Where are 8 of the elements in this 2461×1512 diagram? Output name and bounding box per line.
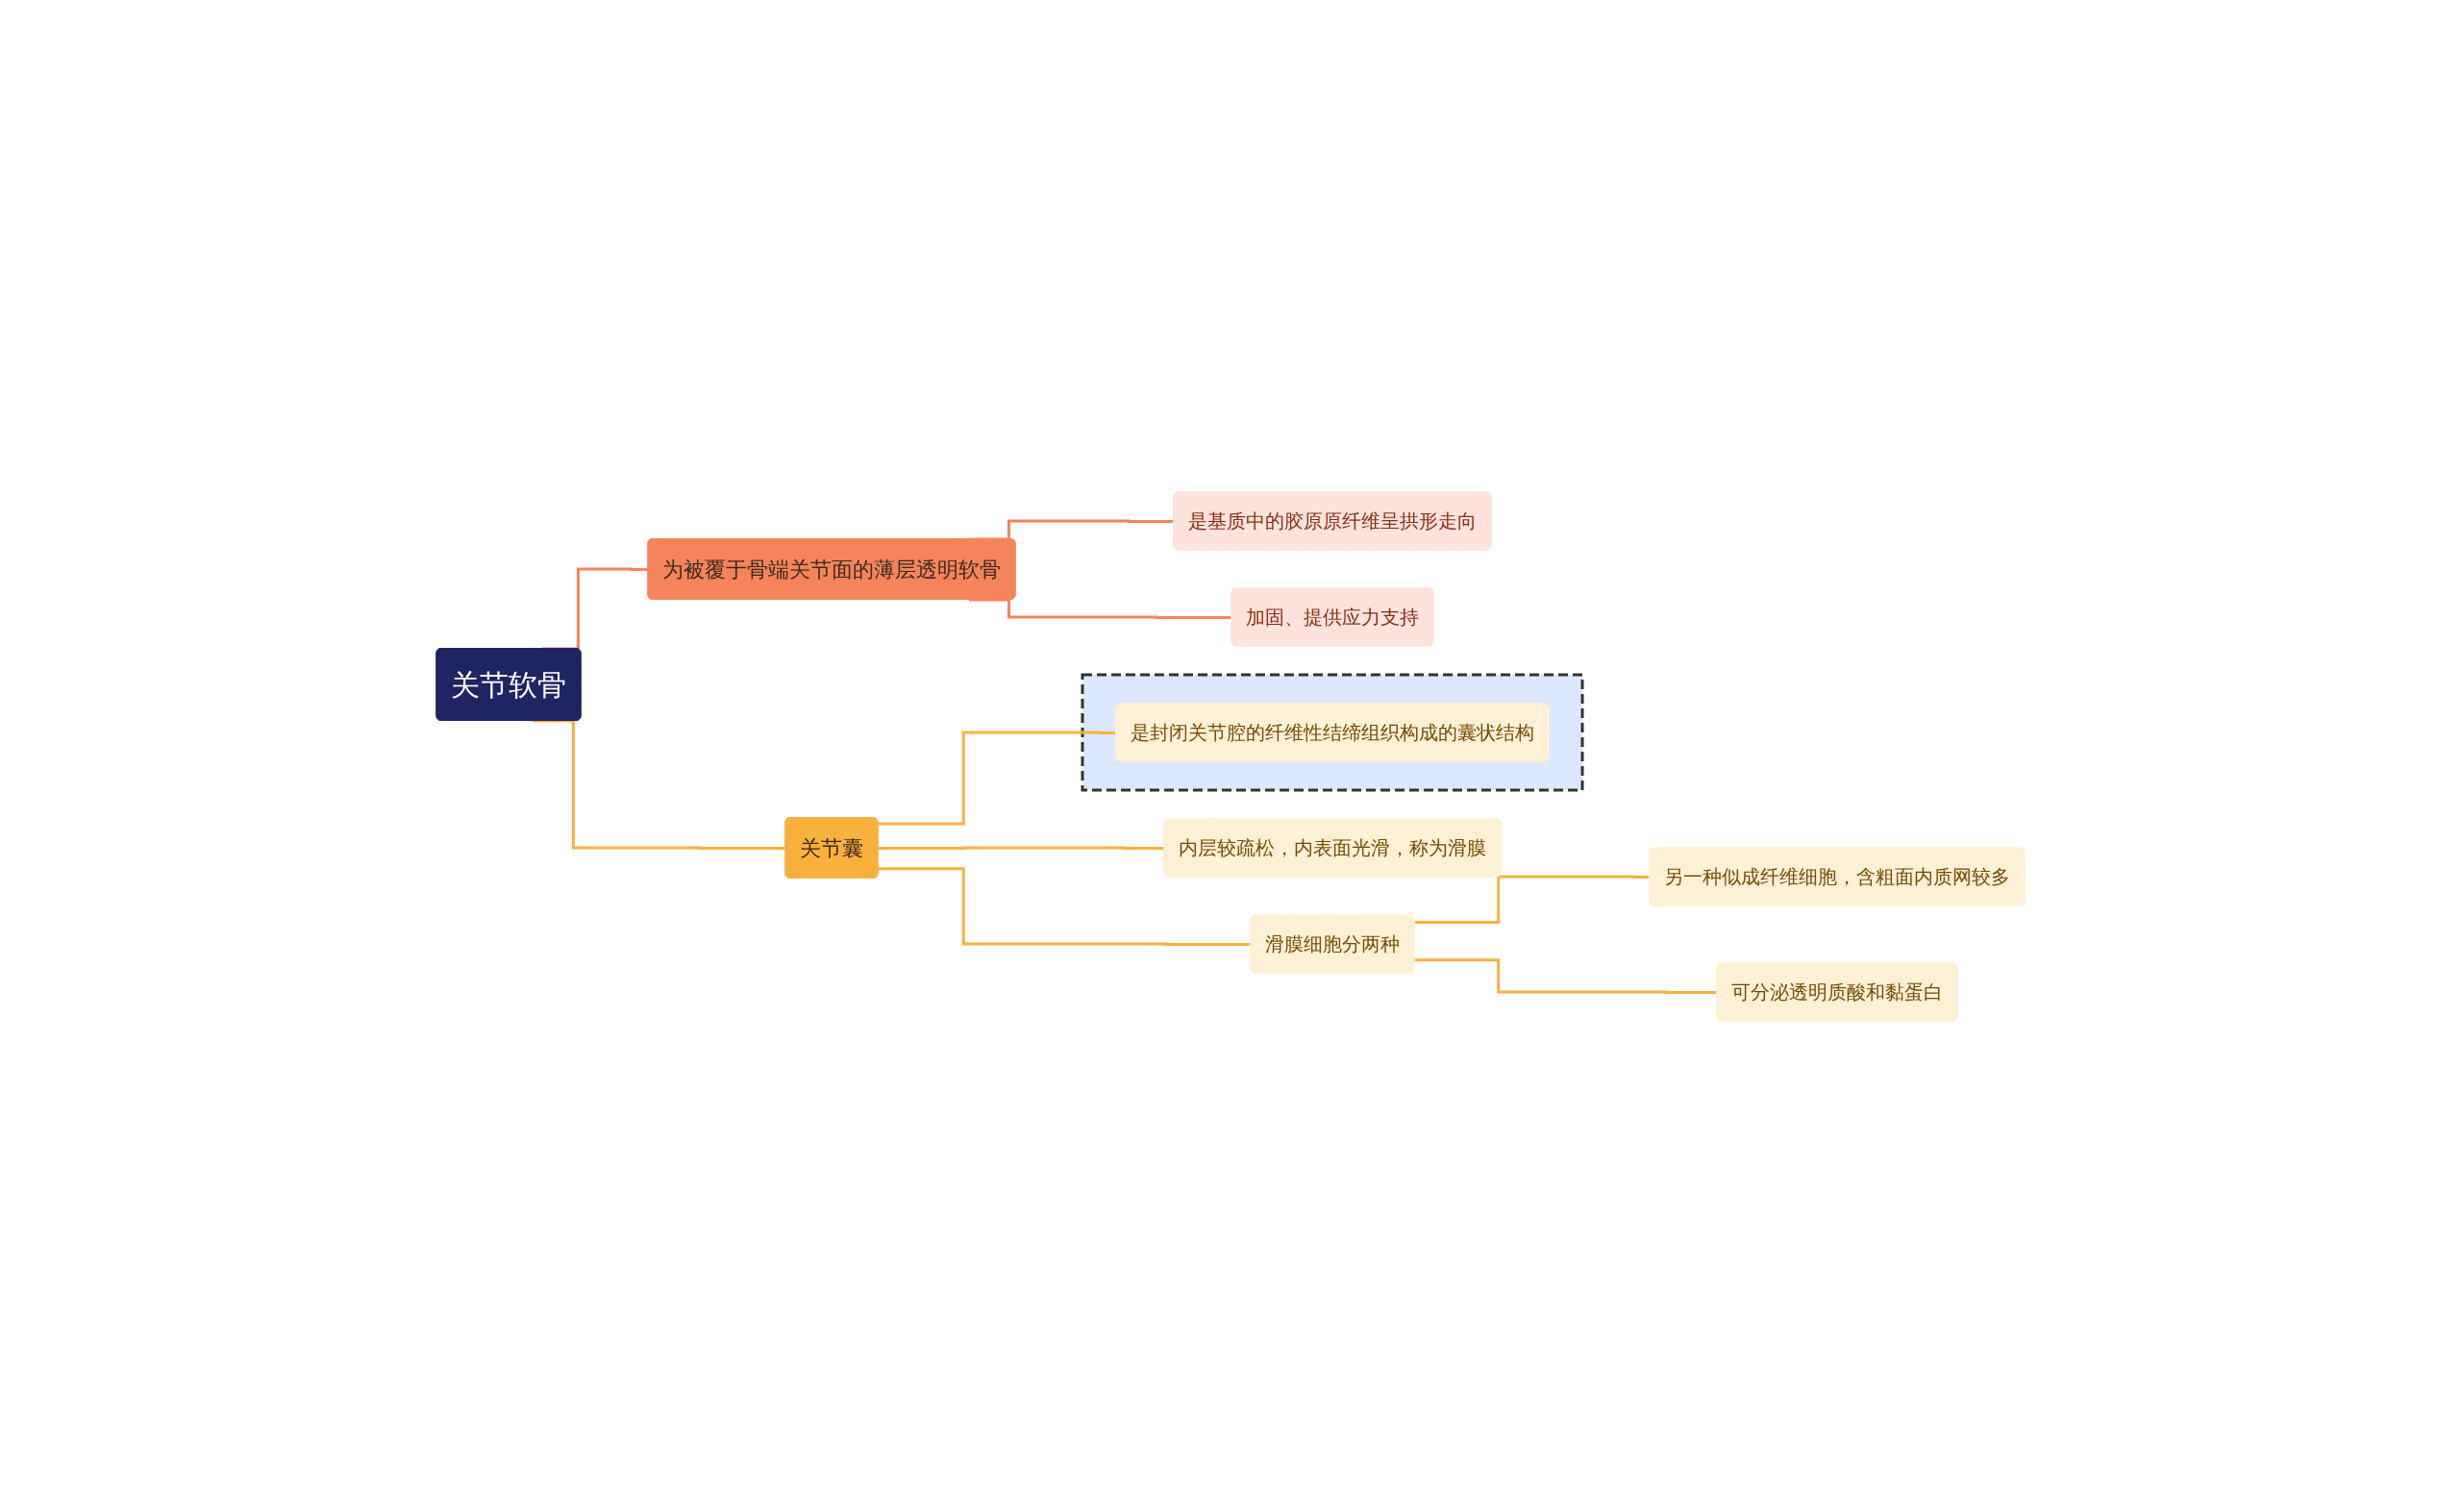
connector <box>1414 957 1718 994</box>
connector <box>968 598 1232 619</box>
connector <box>1414 875 1651 924</box>
cluster <box>1081 673 1584 791</box>
connector <box>878 846 1165 850</box>
connector <box>878 866 1252 946</box>
connector <box>532 719 786 850</box>
connector <box>878 731 1117 825</box>
